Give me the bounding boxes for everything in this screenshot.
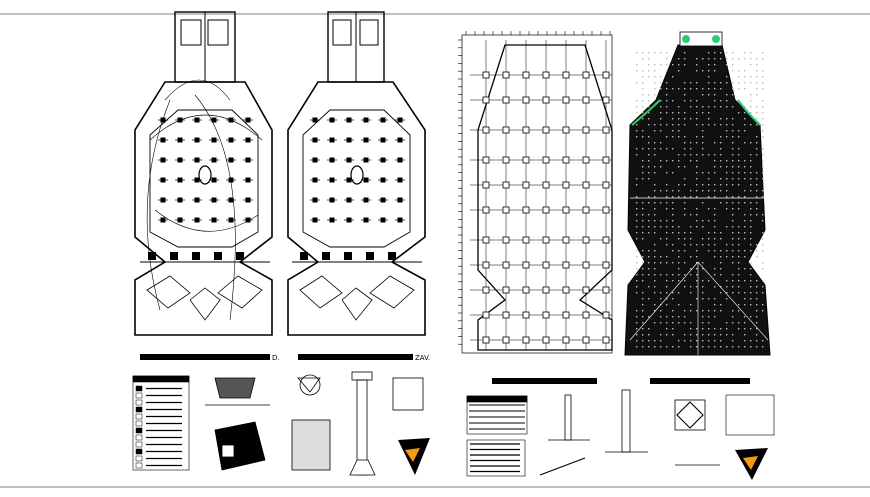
legend-grid-2	[726, 395, 774, 435]
plan2-title-suffix: ZAV.	[415, 354, 430, 362]
legend-rows	[136, 386, 182, 468]
detail-sections	[540, 390, 720, 475]
detail-footing-1	[205, 378, 270, 470]
roof-paving-plan	[625, 32, 770, 355]
detail-post	[292, 372, 423, 475]
schedule-table	[467, 396, 527, 476]
detail-emblem-2	[735, 448, 768, 480]
detail-emblem-1	[398, 438, 430, 475]
architectural-floor-plan	[288, 12, 425, 335]
schedule-rows	[469, 405, 525, 472]
plan1-title-suffix: D.	[272, 354, 280, 362]
electrical-floor-plan	[135, 12, 272, 335]
electrical-fixtures	[148, 118, 253, 261]
structural-foundation-plan	[462, 35, 612, 353]
column-grid	[458, 31, 612, 350]
